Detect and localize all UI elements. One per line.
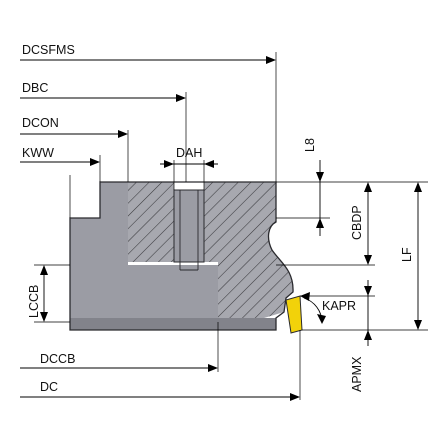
label-l8: L8 xyxy=(303,138,317,152)
body-bottom-strip xyxy=(70,318,276,330)
arrow-apmx-bottom xyxy=(364,330,372,340)
label-kapr: KAPR xyxy=(322,299,356,313)
arrow-lf-top xyxy=(414,182,422,192)
cutter-body xyxy=(70,182,276,330)
hatched-section xyxy=(128,182,294,318)
cutter-outline xyxy=(69,181,294,331)
arrow-l8-bottom xyxy=(316,218,324,228)
label-dcsfms: DCSFMS xyxy=(22,43,75,57)
arrow-cbdp-bottom xyxy=(364,255,372,265)
bore-shaft xyxy=(173,189,205,263)
label-dc: DC xyxy=(40,380,58,394)
dimension-labels: DCSFMS DBC DCON KWW DAH L8 CBDP LF LCCB … xyxy=(22,43,414,394)
label-lf: LF xyxy=(400,247,414,262)
arrow-lccb-top xyxy=(40,265,48,275)
arrow-dc xyxy=(290,393,300,401)
arrow-dccb xyxy=(208,364,218,372)
label-dccb: DCCB xyxy=(40,352,75,366)
arrow-kapr-top xyxy=(300,292,310,301)
label-dah: DAH xyxy=(176,146,202,160)
extension-lines xyxy=(34,52,428,400)
dimension-lines xyxy=(20,56,422,401)
label-lccb: LCCB xyxy=(27,285,41,318)
label-cbdp: CBDP xyxy=(350,205,364,240)
arrow-dcon xyxy=(118,130,128,138)
cutting-insert xyxy=(285,295,303,334)
arrow-kapr-bottom xyxy=(317,314,326,324)
arrow-cbdp-top xyxy=(364,182,372,192)
arrow-dbc xyxy=(176,94,186,102)
arrow-kww xyxy=(90,158,100,166)
body-neck xyxy=(70,182,128,265)
section-right xyxy=(204,182,294,318)
arrow-dah-right xyxy=(204,160,214,168)
body-lower xyxy=(70,265,218,322)
arrow-dcsfms xyxy=(266,56,276,64)
label-apmx: APMX xyxy=(350,356,364,392)
label-dbc: DBC xyxy=(22,81,48,95)
section-left xyxy=(128,182,174,262)
label-kww: KWW xyxy=(22,146,54,160)
arrow-dah-left xyxy=(164,160,174,168)
arrow-apmx-top xyxy=(364,286,372,296)
arrow-l8-top xyxy=(316,172,324,182)
arrow-lccb-bottom xyxy=(40,312,48,322)
center-bore xyxy=(173,189,205,271)
arrow-lf-bottom xyxy=(414,320,422,330)
label-dcon: DCON xyxy=(22,116,59,130)
